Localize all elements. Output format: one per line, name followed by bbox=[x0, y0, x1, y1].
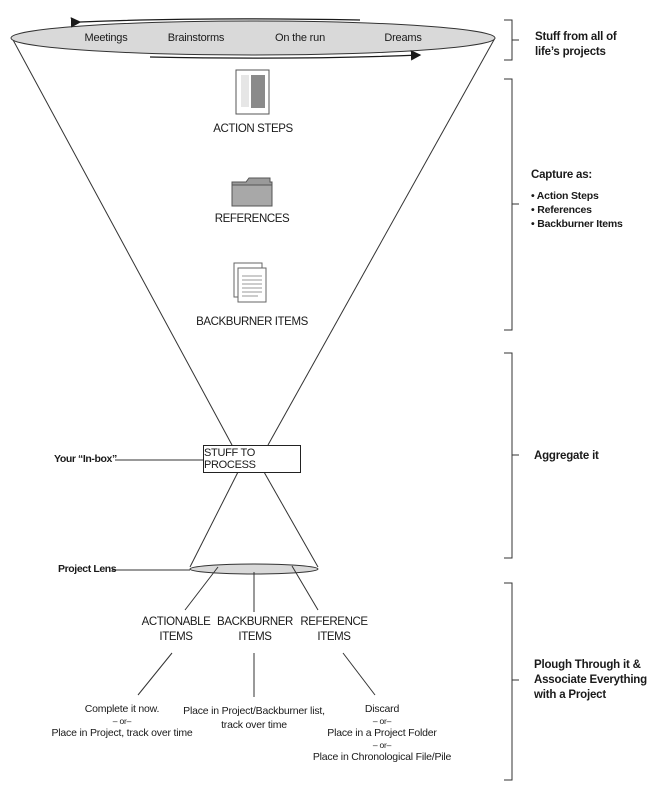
outcome-line-actionable bbox=[137, 652, 173, 696]
project-lens-label: Project Lens bbox=[58, 563, 117, 575]
bracket-stage-1 bbox=[504, 19, 519, 61]
stacked-pages-icon bbox=[233, 262, 267, 303]
category-reference-line2: ITEMS bbox=[317, 631, 351, 643]
stuff-to-process-label: STUFF TO PROCESS bbox=[204, 447, 256, 471]
stage-1-label: Stuff from all of life’s projects bbox=[535, 30, 617, 60]
category-actionable-line1: ACTIONABLE bbox=[141, 616, 211, 628]
outcome-actionable: Complete it now. – or– Place in Project,… bbox=[51, 702, 192, 740]
bracket-stage-4 bbox=[504, 582, 519, 781]
outcome-actionable-line2: – or– bbox=[112, 716, 132, 726]
ellipse-label-on-the-run: On the run bbox=[275, 32, 325, 44]
ellipse-arrow-bottom bbox=[149, 50, 422, 61]
stage-4-line2: Associate Everything bbox=[534, 674, 647, 686]
stage-1-line2: life’s projects bbox=[535, 46, 606, 58]
outcome-reference-line3: Place in a Project Folder bbox=[327, 727, 437, 739]
outcome-line-reference bbox=[342, 652, 376, 696]
stage-3-label: Aggregate it bbox=[534, 450, 599, 462]
top-ellipse bbox=[10, 20, 496, 56]
folder-icon bbox=[231, 177, 273, 207]
stage-4-line3: with a Project bbox=[534, 689, 606, 701]
stage-2-bullet-3: • Backburner Items bbox=[531, 218, 623, 230]
category-reference-line1: REFERENCE bbox=[300, 616, 368, 628]
category-actionable-line2: ITEMS bbox=[159, 631, 193, 643]
stage-4-line1: Plough Through it & bbox=[534, 659, 641, 671]
stage-2-bullet-1: • Action Steps bbox=[531, 190, 599, 202]
stage-4-label: Plough Through it & Associate Everything… bbox=[534, 658, 647, 703]
category-backburner-line2: ITEMS bbox=[238, 631, 272, 643]
lens-right-edge bbox=[263, 471, 319, 568]
outcome-reference-line2: – or– bbox=[372, 716, 392, 726]
bracket-stage-2 bbox=[504, 78, 519, 331]
outcome-actionable-line1: Complete it now. bbox=[84, 703, 160, 715]
ellipse-label-dreams: Dreams bbox=[384, 32, 422, 44]
category-actionable-items: ACTIONABLE ITEMS bbox=[142, 615, 211, 645]
stage-1-line1: Stuff from all of bbox=[535, 31, 617, 43]
ellipse-label-brainstorms: Brainstorms bbox=[167, 32, 225, 44]
backburner-items-label: BACKBURNER ITEMS bbox=[196, 316, 308, 328]
stuff-to-process-box: STUFF TO PROCESS bbox=[203, 445, 301, 473]
outcome-reference-line5: Place in Chronological File/Pile bbox=[312, 751, 452, 763]
outcome-reference-line1: Discard bbox=[364, 703, 400, 715]
lens-left-edge bbox=[189, 471, 239, 568]
references-label: REFERENCES bbox=[214, 213, 290, 225]
branch-actionable bbox=[184, 566, 219, 611]
branch-reference bbox=[291, 565, 319, 611]
ellipse-label-meetings: Meetings bbox=[84, 32, 128, 44]
inbox-side-label: Your “In-box” bbox=[54, 453, 117, 465]
outcome-backburner-line1: Place in Project/Backburner list, bbox=[183, 705, 325, 717]
stage-2-bullet-2: • References bbox=[531, 204, 592, 216]
ellipse-arrow-top bbox=[70, 17, 361, 28]
outcome-backburner: Place in Project/Backburner list, track … bbox=[183, 704, 325, 732]
outcome-backburner-line2: track over time bbox=[221, 719, 287, 731]
funnel-left-edge bbox=[11, 37, 233, 446]
category-backburner-items: BACKBURNER ITEMS bbox=[217, 615, 293, 645]
category-reference-items: REFERENCE ITEMS bbox=[300, 615, 368, 645]
bracket-stage-3 bbox=[504, 352, 519, 559]
outcome-actionable-line3: Place in Project, track over time bbox=[51, 727, 193, 739]
action-steps-label: ACTION STEPS bbox=[213, 123, 293, 135]
funnel-right-edge bbox=[267, 37, 496, 446]
document-icon bbox=[235, 69, 270, 115]
stage-2-heading: Capture as: bbox=[531, 169, 593, 181]
outcome-reference-line4: – or– bbox=[372, 740, 392, 750]
category-backburner-line1: BACKBURNER bbox=[217, 616, 293, 628]
outcome-reference: Discard – or– Place in a Project Folder … bbox=[312, 702, 452, 764]
stage-2-label: Capture as: • Action Steps • References … bbox=[531, 168, 623, 231]
